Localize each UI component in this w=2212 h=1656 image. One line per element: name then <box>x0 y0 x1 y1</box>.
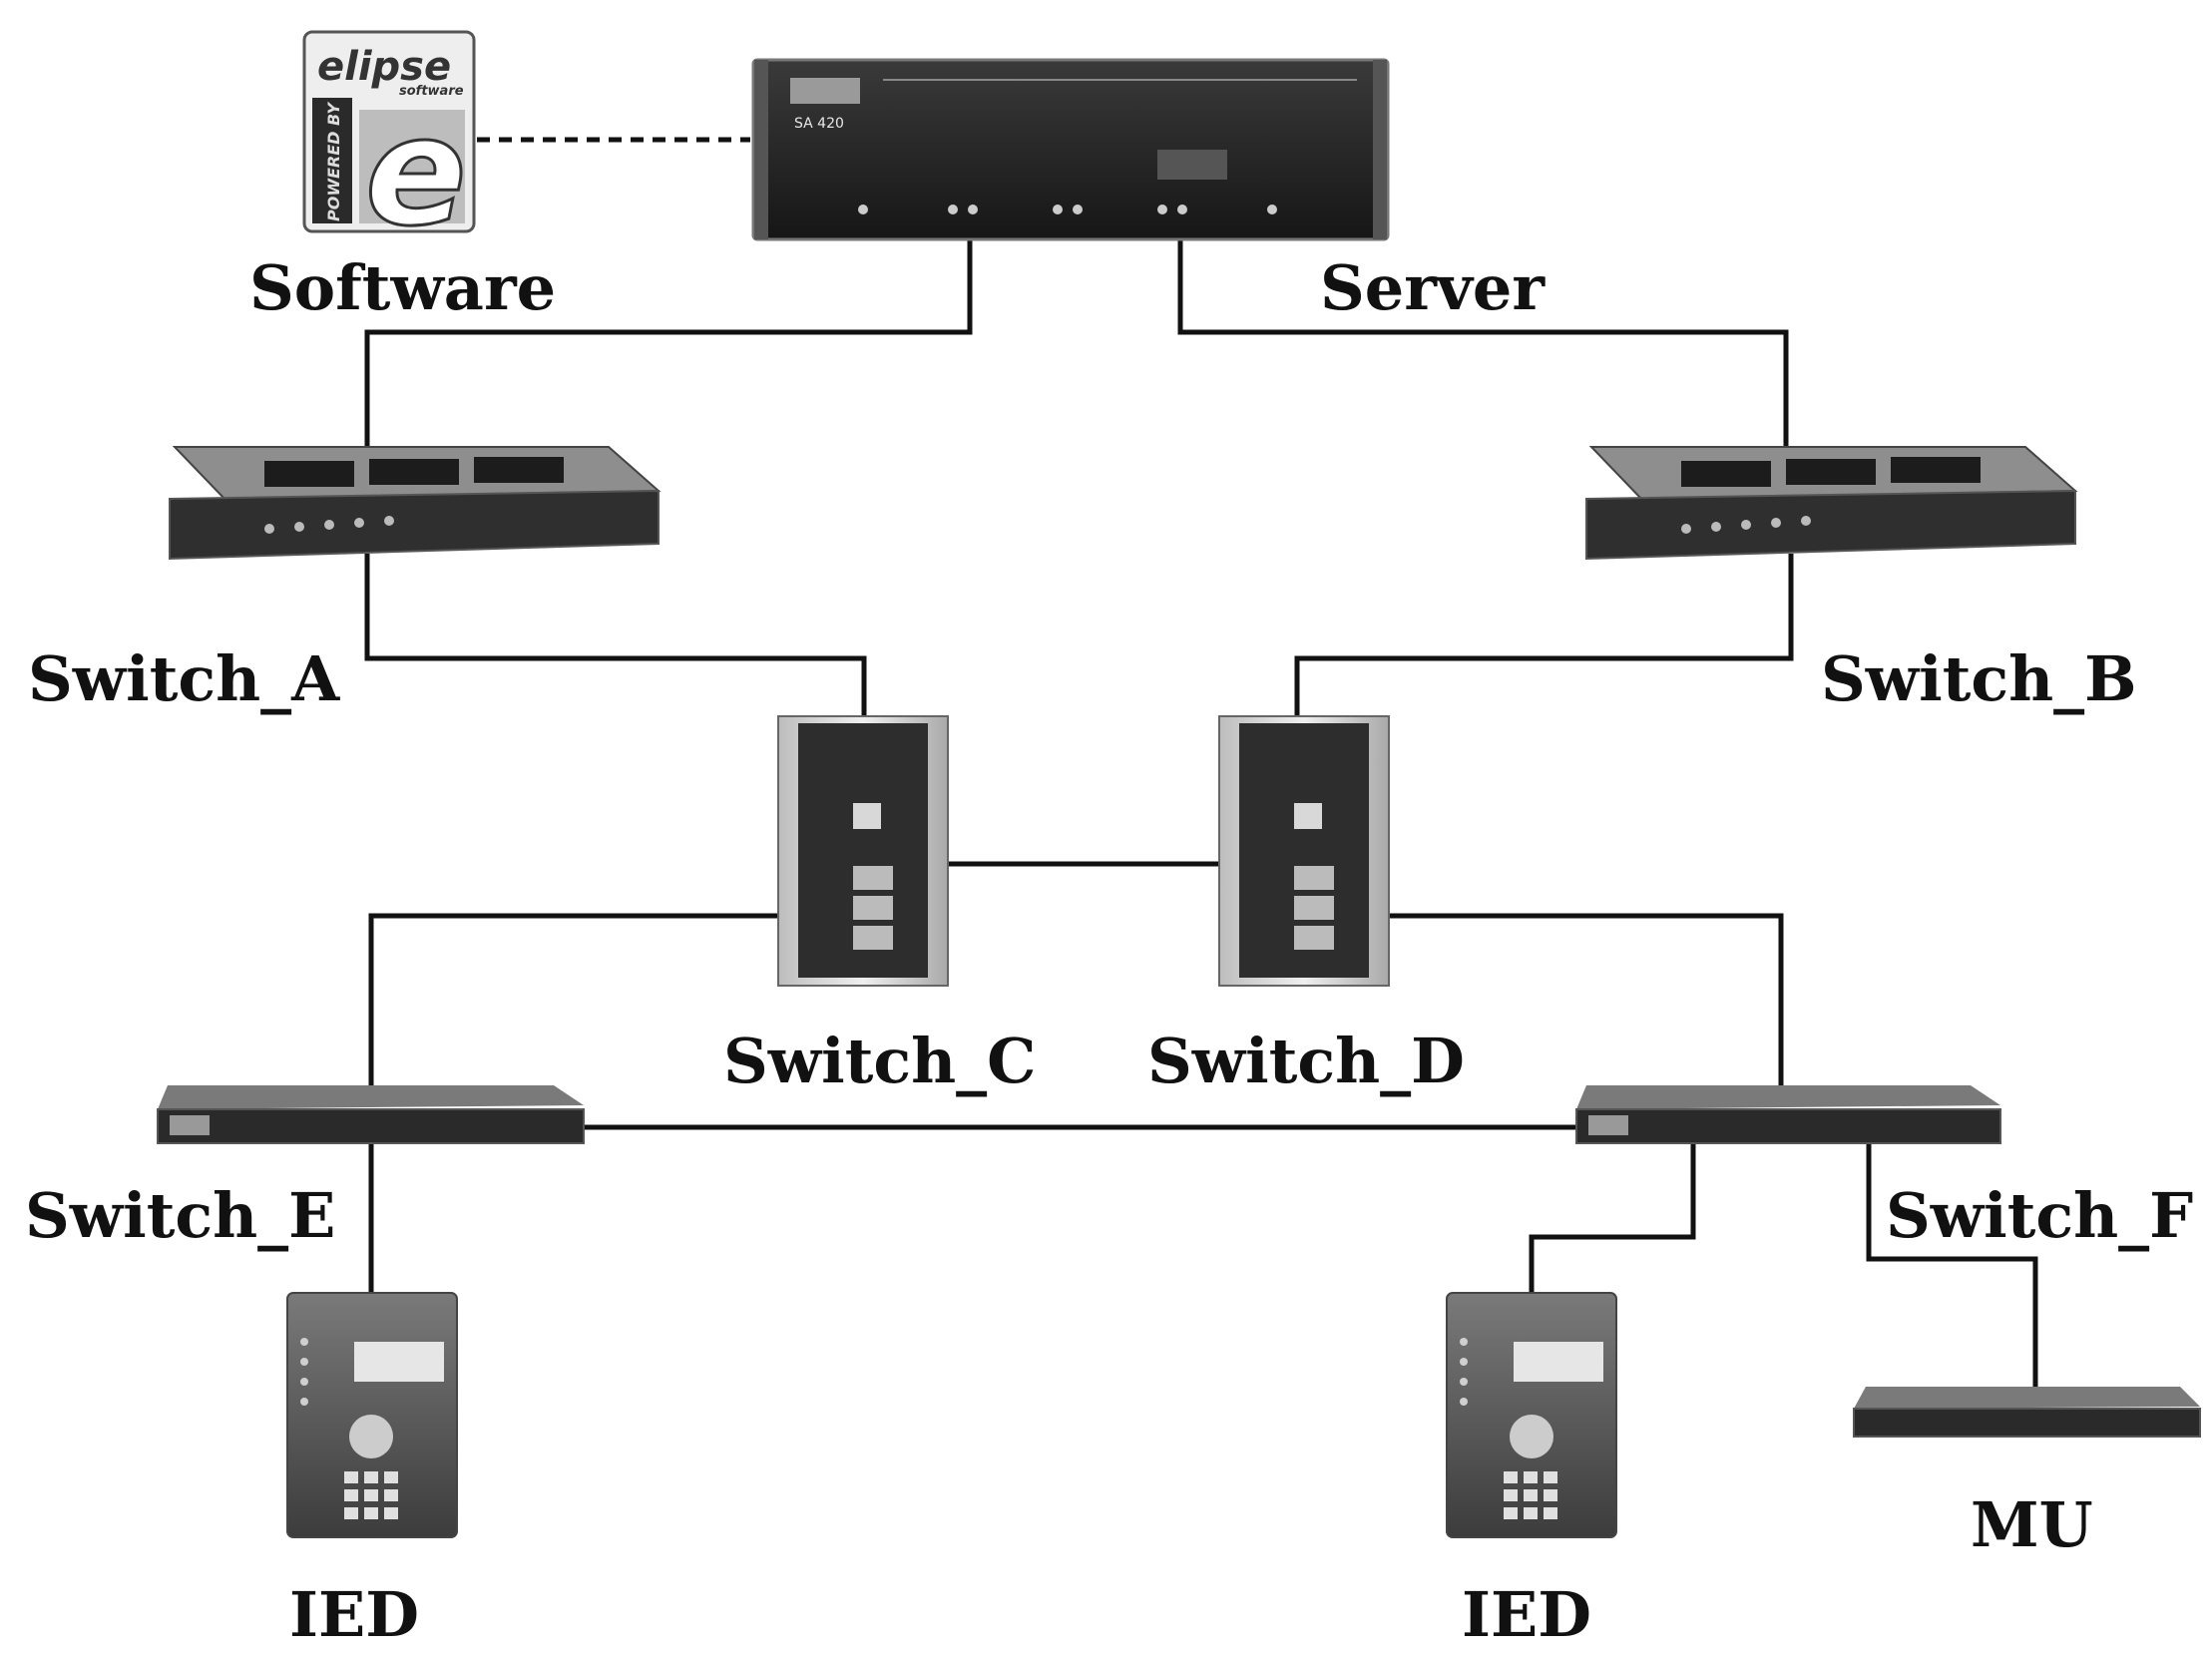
link-switch-d-switch-f <box>1380 913 1784 1085</box>
ied-right-dial <box>1510 1415 1553 1458</box>
switch-a-port-grid <box>264 457 564 487</box>
switch-f-top <box>1576 1085 2000 1109</box>
label-software: Software <box>249 251 556 324</box>
software-logo-side-bar <box>312 98 352 223</box>
connection-lines <box>364 137 2038 1387</box>
mu-top <box>1854 1387 2200 1409</box>
switch-b-device <box>1585 446 2078 561</box>
switch-d-port-2 <box>1294 866 1334 890</box>
ied-right-screen <box>1514 1342 1603 1382</box>
switch-c-port-4 <box>853 926 893 950</box>
ied-right-leds <box>1460 1338 1468 1406</box>
switch-f-device <box>1575 1085 2001 1144</box>
label-ied-right: IED <box>1462 1578 1591 1651</box>
mu-device <box>1853 1387 2201 1438</box>
switch-e-device <box>157 1085 585 1144</box>
switch-e-front <box>157 1108 585 1144</box>
software-logo-letter-box <box>359 110 465 223</box>
switch-e-badge <box>170 1115 210 1135</box>
ied-right-device <box>1446 1292 1617 1538</box>
software-logo-side-text: POWERED BY <box>324 102 343 221</box>
server-model-label: SA 420 <box>794 116 844 132</box>
ied-left-keypad <box>344 1471 398 1519</box>
switch-b-port-grid <box>1681 457 1981 487</box>
switch-d-port-4 <box>1294 926 1334 950</box>
switch-d-port-1 <box>1294 803 1322 829</box>
switch-c-device <box>777 715 949 987</box>
label-switch-e: Switch_E <box>25 1179 335 1252</box>
switch-f-front <box>1575 1108 2001 1144</box>
switch-a-device <box>169 446 662 561</box>
label-ied-left: IED <box>289 1578 419 1651</box>
link-server-switch-a <box>364 239 973 459</box>
label-switch-a: Switch_A <box>28 642 340 715</box>
switch-b-leds <box>1681 516 1811 534</box>
ied-left-dial <box>349 1415 393 1458</box>
link-switch-f-mu <box>1866 1142 2038 1387</box>
software-device: POWERED BY elipse software e <box>302 30 476 261</box>
switch-c-port-1 <box>853 803 881 829</box>
ied-right-keypad <box>1504 1471 1557 1519</box>
link-switch-b-switch-d <box>1294 554 1794 718</box>
link-server-switch-b <box>1177 239 1789 459</box>
server-ear-left <box>754 60 768 239</box>
label-switch-f: Switch_F <box>1886 1179 2193 1252</box>
software-logo-letter: e <box>365 86 467 259</box>
server-display <box>1157 150 1227 180</box>
link-switch-a-switch-c <box>364 554 867 718</box>
ied-left-screen <box>354 1342 444 1382</box>
switch-b-front <box>1585 489 2076 561</box>
label-switch-d: Switch_D <box>1147 1025 1465 1097</box>
switch-f-badge <box>1588 1115 1628 1135</box>
device-labels: Software Server Switch_A Switch_B Switch… <box>25 251 2193 1651</box>
switch-a-leds <box>264 516 394 534</box>
label-mu: MU <box>1971 1488 2093 1561</box>
switch-c-port-3 <box>853 896 893 920</box>
label-switch-c: Switch_C <box>723 1025 1037 1097</box>
software-logo-sub: software <box>399 84 464 99</box>
link-switch-c-switch-e <box>368 913 778 1085</box>
software-logo-word: elipse <box>317 44 451 90</box>
link-switch-f-ied-right <box>1529 1142 1696 1293</box>
switch-e-top <box>158 1085 584 1109</box>
mu-front <box>1853 1408 2201 1438</box>
ied-left-device <box>286 1292 458 1538</box>
server-chassis <box>751 58 1390 241</box>
label-server: Server <box>1320 251 1546 324</box>
switch-d-device <box>1218 715 1390 987</box>
switch-d-port-3 <box>1294 896 1334 920</box>
server-badge <box>790 78 860 104</box>
server-device: SA 420 <box>751 58 1390 241</box>
ied-left-leds <box>300 1338 308 1406</box>
server-ear-right <box>1373 60 1387 239</box>
switch-c-port-2 <box>853 866 893 890</box>
server-ports <box>858 205 1277 214</box>
switch-a-front <box>169 489 660 561</box>
label-switch-b: Switch_B <box>1821 642 2137 715</box>
